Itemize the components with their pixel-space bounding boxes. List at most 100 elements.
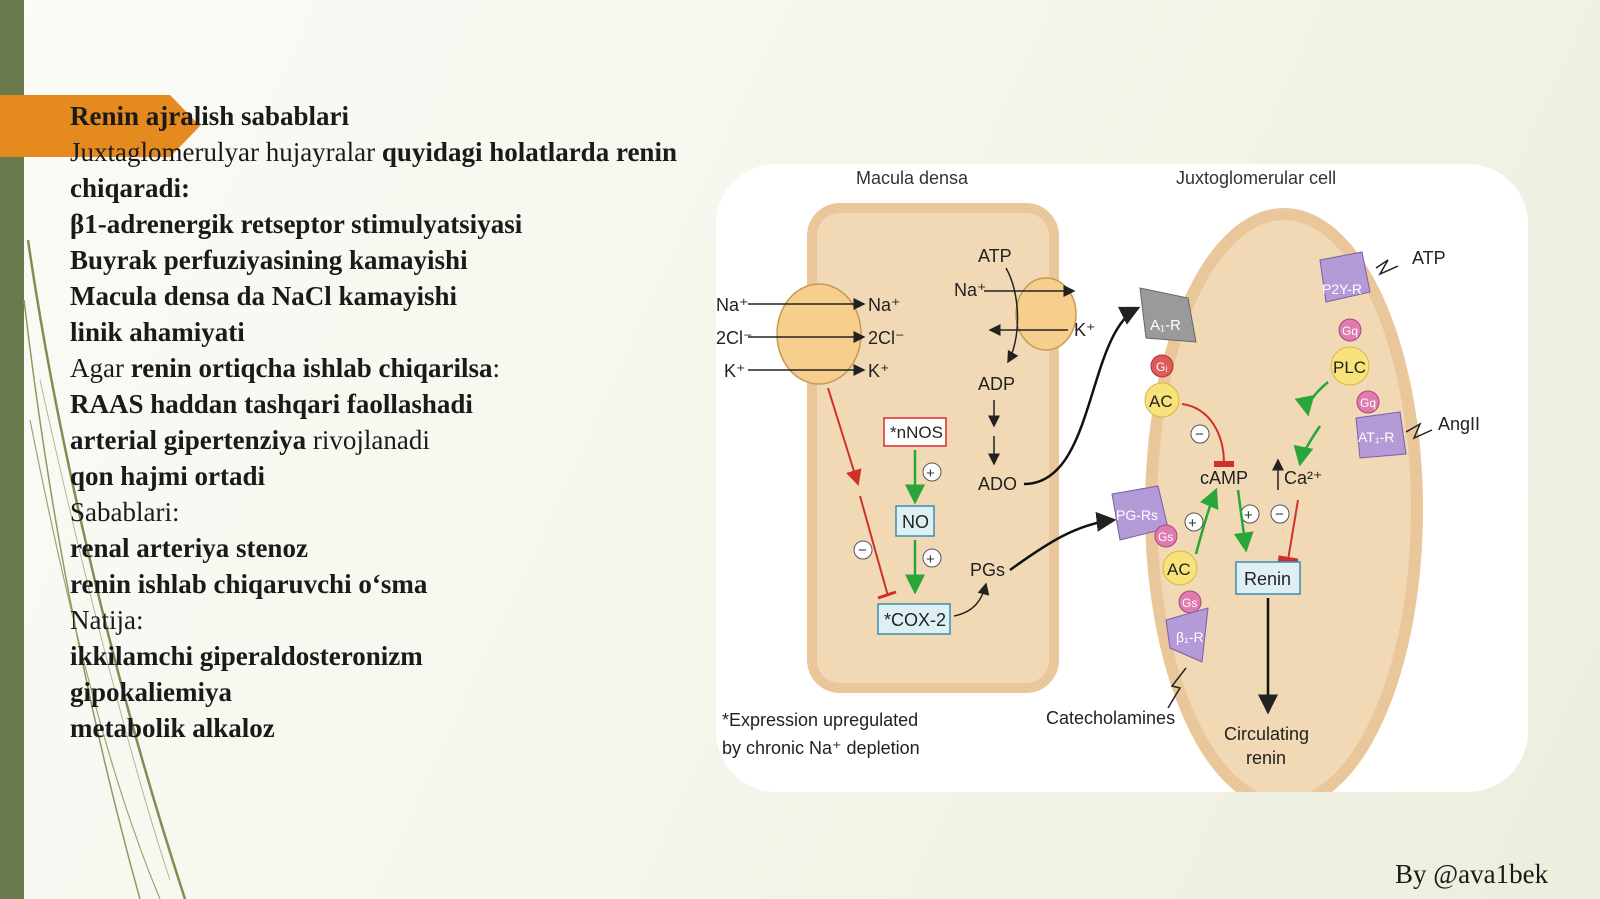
no-label: NO: [902, 512, 929, 532]
text-line: β1-adrenergik retseptor stimulyatsiyasi: [70, 206, 770, 242]
text-segment: renin ishlab chiqaruvchi o‘sma: [70, 569, 428, 599]
text-line: linik ahamiyati: [70, 314, 770, 350]
text-segment: renal arteriya stenoz: [70, 533, 308, 563]
plc-label: PLC: [1333, 358, 1366, 377]
catecholamines-label: Catecholamines: [1046, 708, 1175, 728]
title-tab-shape: [0, 95, 200, 157]
k-pump-label: K⁺: [1074, 320, 1096, 340]
circulating-renin-line2: renin: [1246, 748, 1286, 768]
gq-label: Gq: [1360, 396, 1376, 410]
text-line: ikkilamchi giperaldosteronizm: [70, 638, 770, 674]
na-out-label: Na⁺: [868, 295, 901, 315]
k-out-label: K⁺: [868, 361, 890, 381]
cox2-label: *COX-2: [884, 610, 946, 630]
ac-label: AC: [1167, 560, 1191, 579]
text-line: metabolik alkaloz: [70, 710, 770, 746]
na-in-label: Na⁺: [716, 295, 749, 315]
ca-label: Ca²⁺: [1284, 468, 1323, 488]
text-line: Buyrak perfuziyasining kamayishi: [70, 242, 770, 278]
text-segment: Buyrak perfuziyasining kamayishi: [70, 245, 468, 275]
p2yr-label: P2Y-R: [1322, 281, 1362, 297]
gq-label: Gq: [1342, 324, 1358, 338]
atp-ext-label: ATP: [1412, 248, 1446, 268]
no-box: [895, 505, 935, 537]
cl-out-label: 2Cl⁻: [868, 328, 905, 348]
at1r-label: AT₁-R: [1358, 429, 1394, 445]
author-credit: By @ava1bek: [1395, 859, 1549, 889]
renin-diagram: Macula densa Juxtoglomerular cell Na⁺ 2C…: [716, 164, 1528, 810]
text-segment: rivojlanadi: [306, 425, 430, 455]
at1-receptor: [1355, 411, 1407, 459]
text-line: qon hajmi ortadi: [70, 458, 770, 494]
cotransporter: [776, 283, 862, 385]
minus-sign: −: [858, 542, 867, 559]
minus-sign: −: [1195, 426, 1204, 443]
text-segment: Agar: [70, 353, 131, 383]
na-pump-label: Na⁺: [954, 280, 987, 300]
text-segment: arterial gipertenziya: [70, 425, 307, 455]
text-segment: chiqaradi:: [70, 173, 191, 203]
text-segment: renin ortiqcha ishlab chiqarilsa: [130, 353, 493, 383]
text-line: gipokaliemiya: [70, 674, 770, 710]
text-line: Macula densa da NaCl kamayishi: [70, 278, 770, 314]
beta1-receptor: [1165, 607, 1209, 663]
text-segment: quyidagi holatlarda renin: [381, 137, 677, 167]
p2y-receptor: [1319, 251, 1371, 303]
text-segment: Juxtaglomerulyar hujayralar: [70, 137, 382, 167]
renin-label: Renin: [1244, 569, 1291, 589]
slide-title: Renin ajralish sabablari: [70, 98, 770, 134]
b1r-label: β₁-R: [1176, 629, 1204, 645]
nnos-box: [883, 417, 947, 447]
circulating-renin-line1: Circulating: [1224, 724, 1309, 744]
angii-label: AngII: [1438, 414, 1480, 434]
cox2-box: [877, 603, 951, 635]
text-segment: ikkilamchi giperaldosteronizm: [70, 641, 423, 671]
text-line: Agar renin ortiqcha ishlab chiqarilsa:: [70, 350, 770, 386]
pgs-label: PGs: [970, 560, 1005, 580]
nnos-label: *nNOS: [890, 423, 943, 442]
text-segment: linik ahamiyati: [70, 317, 245, 347]
text-segment: β1-adrenergik retseptor stimulyatsiyasi: [70, 209, 523, 239]
text-segment: Natija:: [70, 605, 144, 635]
text-line: arterial gipertenziya rivojlanadi: [70, 422, 770, 458]
adp-label: ADP: [978, 374, 1015, 394]
minus-sign: −: [1275, 506, 1284, 523]
renin-box: [1235, 561, 1301, 595]
plus-sign: +: [926, 465, 935, 482]
text-segment: Renin ajralish sabablari: [70, 101, 350, 131]
text-segment: Macula densa da NaCl kamayishi: [70, 281, 458, 311]
macula-densa-title: Macula densa: [856, 168, 969, 188]
footnote-line2: by chronic Na⁺ depletion: [722, 738, 920, 758]
text-line: renin ishlab chiqaruvchi o‘sma: [70, 566, 770, 602]
text-segment: :: [492, 353, 501, 383]
text-line: renal arteriya stenoz: [70, 530, 770, 566]
text-segment: gipokaliemiya: [70, 677, 233, 707]
jg-cell-title: Juxtoglomerular cell: [1176, 168, 1336, 188]
text-line: chiqaradi:: [70, 170, 770, 206]
gi-label: Gᵢ: [1156, 360, 1167, 374]
cl-in-label: 2Cl⁻: [716, 328, 753, 348]
text-segment: qon hajmi ortadi: [70, 461, 266, 491]
a1-receptor: [1139, 287, 1197, 343]
text-line: Sabablari:: [70, 494, 770, 530]
gs-label: Gs: [1158, 530, 1173, 544]
ac-label: AC: [1149, 392, 1173, 411]
plus-sign: +: [926, 551, 935, 568]
text-segment: metabolik alkaloz: [70, 713, 275, 743]
plus-sign: +: [1188, 515, 1197, 532]
juxtaglomerular-cell: [1145, 208, 1423, 810]
a1r-label: A₁-R: [1150, 317, 1181, 334]
text-line: Natija:: [70, 602, 770, 638]
text-line: Juxtaglomerulyar hujayralar quyidagi hol…: [70, 134, 770, 170]
atp-label: ATP: [978, 246, 1012, 266]
camp-label: cAMP: [1200, 468, 1248, 488]
footnote-line1: *Expression upregulated: [722, 710, 918, 730]
ado-label: ADO: [978, 474, 1017, 494]
plus-sign: +: [1244, 507, 1253, 524]
text-segment: RAAS haddan tashqari faollashadi: [70, 389, 473, 419]
text-line: RAAS haddan tashqari faollashadi: [70, 386, 770, 422]
gs-label: Gs: [1182, 596, 1197, 610]
text-segment: Sabablari:: [70, 497, 180, 527]
pgrs-label: PG-Rs: [1116, 507, 1158, 523]
